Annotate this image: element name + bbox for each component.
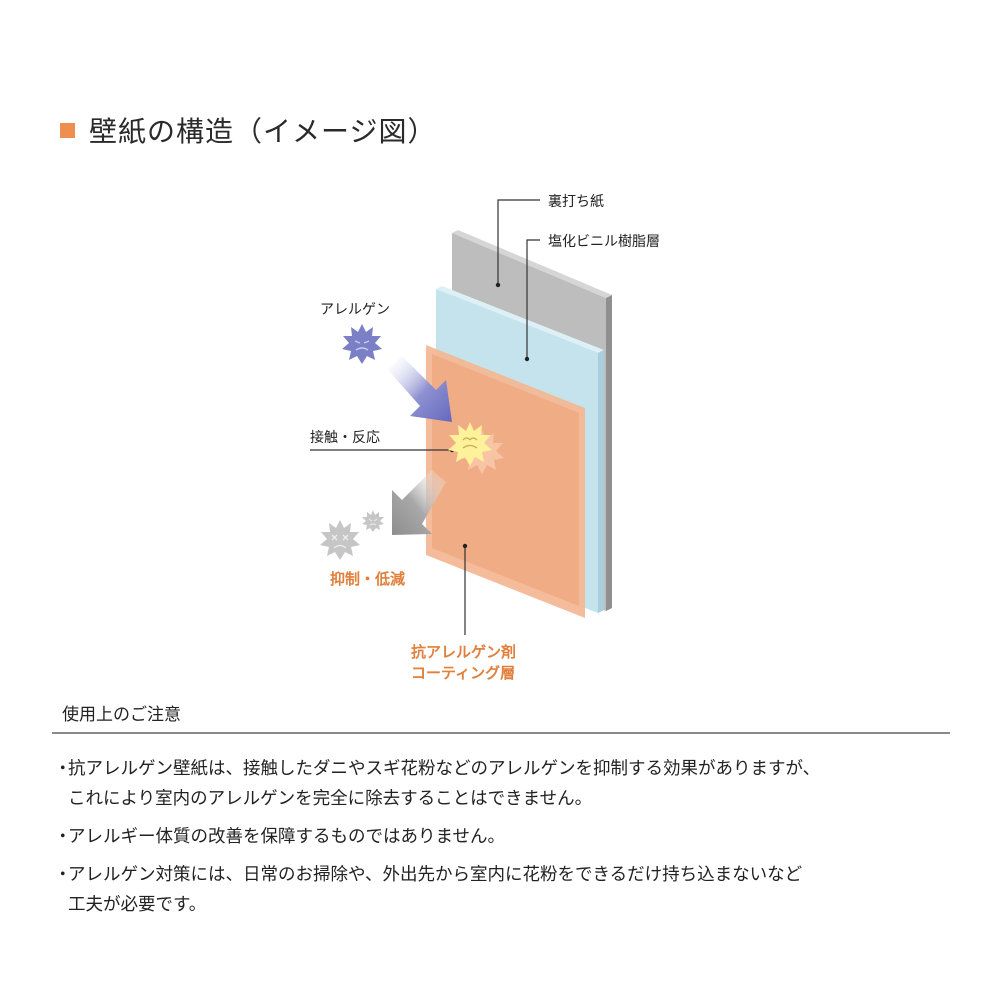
suppressed-allergen-large-icon <box>320 520 360 560</box>
notice-item-line: アレルゲン対策には、日常のお掃除や、外出先から室内に花粉をできるだけ持ち込まない… <box>68 865 803 885</box>
label-backing-paper: 裏打ち紙 <box>548 194 604 210</box>
leader-coating <box>462 543 468 635</box>
page-title: 壁紙の構造（イメージ図） <box>89 115 437 148</box>
allergen-spiky-icon <box>342 324 382 364</box>
label-coating-line1: 抗アレルゲン剤 <box>411 643 517 661</box>
label-allergen: アレルゲン <box>320 302 390 318</box>
notice-divider <box>52 732 950 734</box>
leader-backing-paper <box>495 199 540 288</box>
label-pvc-resin: 塩化ビニル樹脂層 <box>548 234 660 250</box>
label-coating-line2: コーティング層 <box>411 664 516 682</box>
notice-heading: 使用上のご注意 <box>62 705 181 725</box>
incoming-arrow-icon <box>388 356 452 422</box>
anti-allergen-coating-layer <box>426 345 585 618</box>
suppressed-allergen-small-icon <box>362 510 384 532</box>
notice-item: ・ アレルゲン対策には、日常のお掃除や、外出先から室内に花粉をできるだけ持ち込ま… <box>54 860 954 920</box>
outgoing-arrow-icon <box>392 470 446 535</box>
notice-item-line: 抗アレルゲン壁紙は、接触したダニやスギ花粉などのアレルゲンを抑制する効果がありま… <box>68 759 821 779</box>
notice-item-line: アレルギー体質の改善を保障するものではありません。 <box>68 827 505 847</box>
notice-item: ・ 抗アレルゲン壁紙は、接触したダニやスギ花粉などのアレルゲンを抑制する効果があ… <box>54 754 954 814</box>
wallpaper-structure-diagram: 裏打ち紙 塩化ビニル樹脂層 アレルゲン 接触・反応 抑制・低減 抗アレルゲン剤 … <box>310 194 660 682</box>
label-suppress-reduce: 抑制・低減 <box>330 570 406 588</box>
label-contact-reaction: 接触・反応 <box>310 430 380 446</box>
notice-item-line: 工夫が必要です。 <box>68 895 207 915</box>
bullet-icon: ・ <box>54 827 72 847</box>
bullet-icon: ・ <box>54 759 72 779</box>
notice-item-line: これにより室内のアレルゲンを完全に除去することはできません。 <box>68 789 593 809</box>
bullet-icon: ・ <box>54 865 72 885</box>
section-title: 壁紙の構造（イメージ図） <box>60 108 436 152</box>
notice-list: ・ 抗アレルゲン壁紙は、接触したダニやスギ花粉などのアレルゲンを抑制する効果があ… <box>54 754 954 928</box>
reacting-allergen-icon <box>448 422 492 466</box>
notice-item: ・ アレルギー体質の改善を保障するものではありません。 <box>54 822 954 852</box>
title-square-marker-icon <box>60 122 75 138</box>
leader-pvc-resin <box>524 239 540 362</box>
